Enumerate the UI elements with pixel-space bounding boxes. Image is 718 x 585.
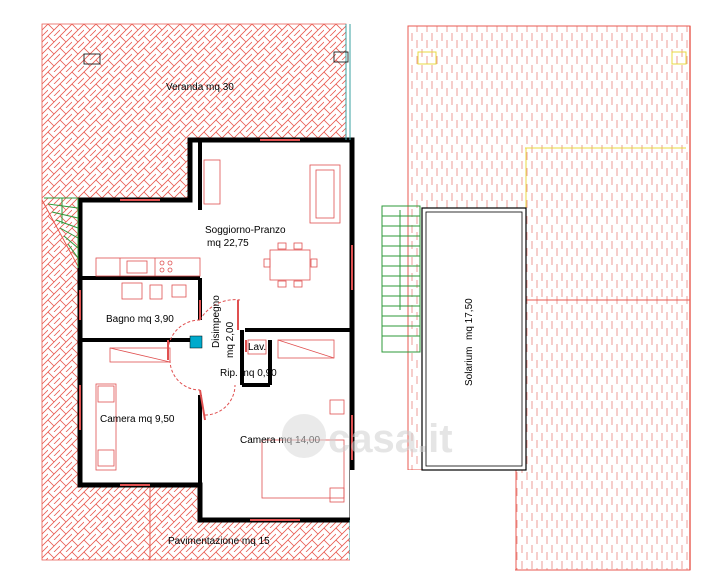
label-bagno: Bagno mq 3,90 xyxy=(106,314,174,325)
ground-floor: Veranda mq 30 Soggiorno-Pranzo mq 22,75 … xyxy=(41,23,355,561)
label-ripostiglio: Rip. mq 0,90 xyxy=(220,368,277,379)
bed-small-room xyxy=(95,347,171,471)
stairs-ground xyxy=(44,197,79,268)
label-lav: Lav. xyxy=(248,342,266,353)
solarium-inner xyxy=(425,211,523,467)
label-disimpegno-area: mq 2,00 xyxy=(225,321,236,358)
door-leaves xyxy=(167,300,247,421)
stairs-roof xyxy=(381,205,421,353)
label-pavimentazione: Pavimentazione mq 15 xyxy=(168,536,270,547)
label-soggiorno-name: Soggiorno-Pranzo xyxy=(205,225,286,236)
label-disimpegno-name: Disimpegno xyxy=(211,295,222,348)
label-camera-large: Camera mq 14,00 xyxy=(240,435,320,446)
door-swings xyxy=(167,299,241,416)
label-soggiorno-area: mq 22,75 xyxy=(207,238,249,249)
solarium-area xyxy=(421,207,527,471)
label-veranda: Veranda mq 30 xyxy=(166,82,234,93)
watermark-text: casa.it xyxy=(328,417,453,461)
windows xyxy=(79,139,353,521)
label-solarium-name: Solarium xyxy=(464,347,475,386)
kitchen-counter xyxy=(95,257,201,277)
interior-walls xyxy=(80,140,352,485)
roof-floor: Solarium mq 17,50 xyxy=(350,25,691,580)
label-solarium-area: mq 17,50 xyxy=(464,298,475,340)
roof-bottom-left-blank xyxy=(350,470,515,580)
shower-fixture xyxy=(189,335,203,349)
planter-box-2 xyxy=(333,51,349,63)
watermark-logo-icon xyxy=(282,414,326,458)
label-camera-small: Camera mq 9,50 xyxy=(100,414,175,425)
bathroom-fixtures xyxy=(121,282,187,300)
watermark: casa.it xyxy=(282,414,453,461)
planter-box xyxy=(83,53,101,65)
living-furniture xyxy=(203,159,341,288)
